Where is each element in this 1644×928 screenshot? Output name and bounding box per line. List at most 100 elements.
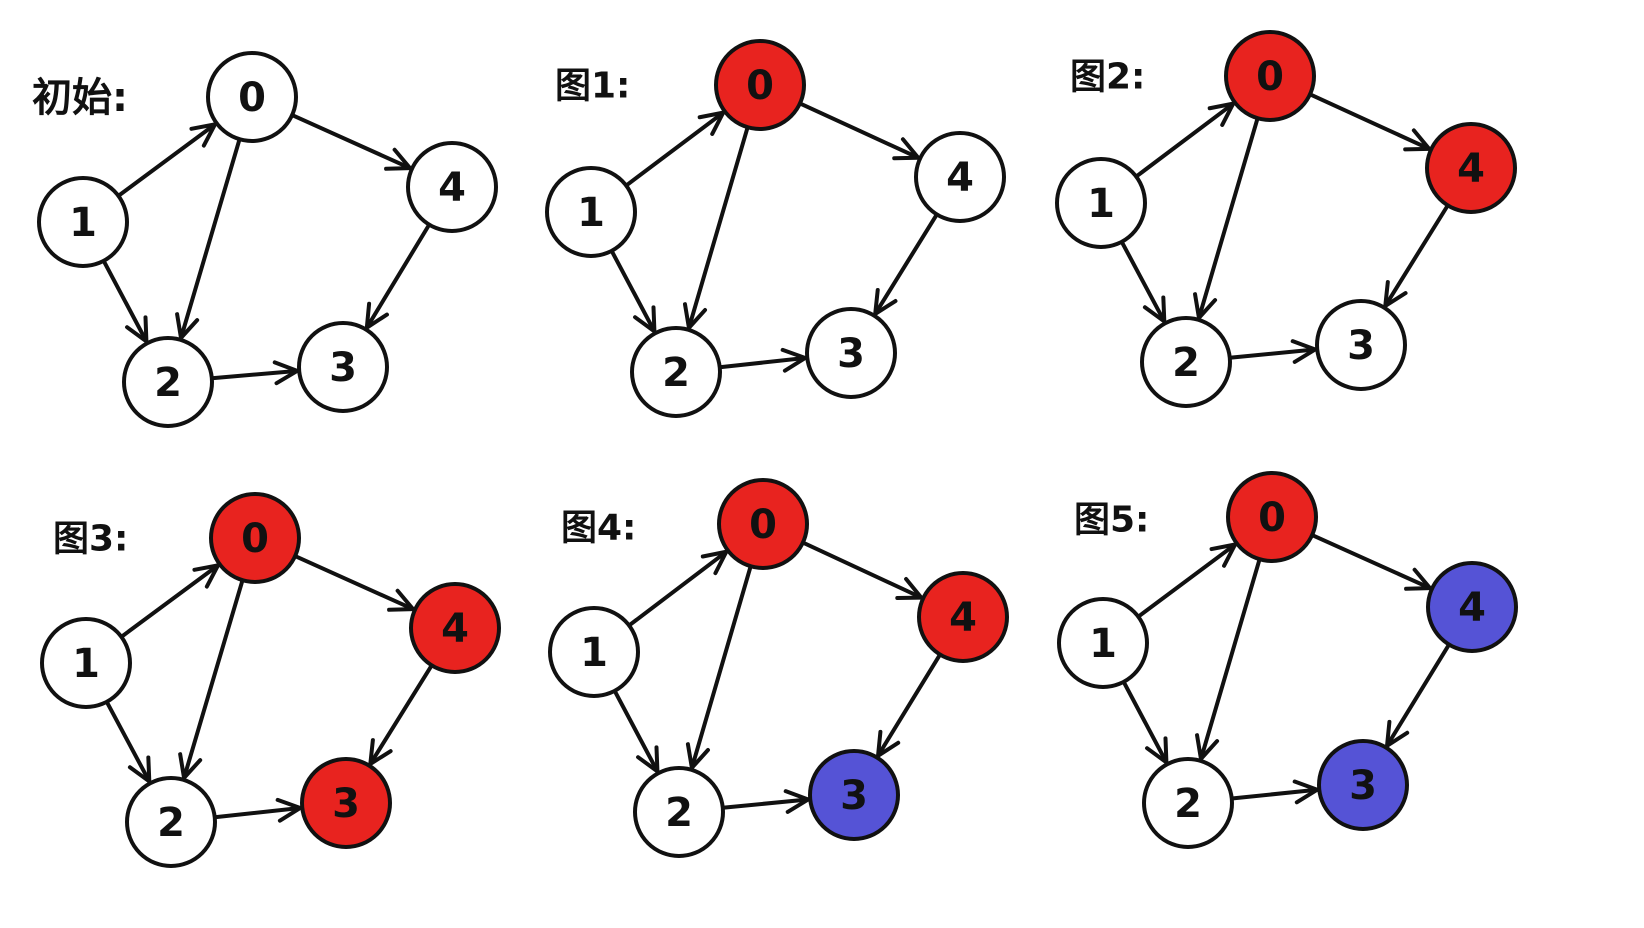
node-0: 0: [717, 478, 809, 570]
node-circle-unvisited: [40, 617, 132, 709]
edge-1-2: [612, 688, 661, 776]
node-label: 3: [1349, 763, 1377, 809]
edge-1-2: [1119, 239, 1168, 326]
node-label: 1: [580, 630, 608, 676]
edge-1-2: [609, 248, 658, 336]
node-1: 1: [545, 166, 637, 258]
node-circle-unvisited: [630, 326, 722, 418]
edge-0-4: [800, 540, 926, 601]
node-circle-finished: [1426, 561, 1518, 653]
arrow-head: [780, 347, 808, 373]
node-circle-unvisited: [805, 307, 897, 399]
node-label: 3: [1347, 323, 1375, 369]
node-0: 0: [1226, 471, 1318, 563]
edge-1-2: [104, 699, 153, 786]
node-1: 1: [548, 606, 640, 698]
node-2: 2: [630, 326, 722, 418]
node-4: 4: [1425, 122, 1517, 214]
node-label: 0: [1258, 495, 1286, 541]
edge-0-4: [797, 101, 923, 161]
node-circle-unvisited: [548, 606, 640, 698]
node-4: 4: [409, 582, 501, 674]
panel-title: 初始:: [32, 75, 128, 121]
node-label: 0: [241, 516, 269, 562]
node-4: 4: [406, 141, 498, 233]
node-circle-unvisited: [545, 166, 637, 258]
node-3: 3: [297, 321, 389, 413]
node-circle-unvisited: [297, 321, 389, 413]
edge-0-4: [1310, 533, 1434, 591]
node-label: 3: [840, 773, 868, 819]
arrow-head: [384, 147, 413, 171]
edge-1-0: [627, 548, 730, 628]
arrow-head: [783, 789, 811, 814]
edge-0-2: [178, 578, 245, 782]
node-label: 1: [577, 190, 605, 236]
edge-4-3: [367, 663, 434, 768]
edge-2-3: [720, 789, 813, 814]
node-circle-unvisited: [1142, 757, 1234, 849]
arrow-head: [192, 563, 221, 589]
node-circle-visiting: [300, 757, 392, 849]
edge-0-2: [682, 125, 750, 332]
arrow-head: [1207, 101, 1236, 127]
edge-1-0: [1136, 541, 1239, 619]
arrow-head: [892, 137, 921, 161]
edge-2-3: [1227, 339, 1320, 364]
node-circle-unvisited: [914, 131, 1006, 223]
arrow-head: [876, 729, 901, 758]
node-circle-unvisited: [1315, 299, 1407, 391]
node-1: 1: [1057, 597, 1149, 689]
arrow-head: [275, 797, 303, 823]
edge-4-3: [363, 222, 432, 332]
edge-2-3: [212, 797, 305, 823]
edge-4-3: [874, 652, 943, 760]
panel-title: 图1:: [555, 66, 630, 107]
edge-1-0: [624, 109, 727, 188]
node-label: 1: [69, 200, 97, 246]
arrow-head: [873, 288, 898, 316]
node-circle-unvisited: [1140, 316, 1232, 408]
edge-2-3: [1229, 779, 1322, 805]
node-label: 2: [1172, 340, 1200, 386]
node-label: 2: [154, 360, 182, 406]
edge-0-2: [175, 137, 242, 342]
node-label: 3: [837, 331, 865, 377]
arrow-head: [1195, 733, 1220, 761]
node-circle-visiting: [1226, 471, 1318, 563]
node-0: 0: [714, 39, 806, 131]
arrow-head: [387, 588, 416, 612]
node-circle-visiting: [1224, 30, 1316, 122]
node-3: 3: [300, 757, 392, 849]
node-2: 2: [122, 336, 214, 428]
node-1: 1: [1055, 157, 1147, 249]
node-2: 2: [633, 766, 725, 858]
node-3: 3: [1317, 739, 1409, 831]
node-label: 1: [72, 641, 100, 687]
edge-0-2: [1195, 557, 1262, 763]
node-label: 2: [1174, 781, 1202, 827]
edge-4-3: [1382, 203, 1450, 310]
node-label: 4: [438, 165, 466, 211]
arrow-head: [636, 745, 660, 774]
node-label: 3: [332, 781, 360, 827]
node-label: 4: [949, 595, 977, 641]
node-label: 3: [329, 345, 357, 391]
node-label: 1: [1087, 181, 1115, 227]
node-0: 0: [206, 51, 298, 143]
node-label: 2: [662, 350, 690, 396]
panel-title: 图2:: [1070, 57, 1145, 98]
edge-0-4: [293, 554, 417, 612]
node-2: 2: [125, 776, 217, 868]
node-circle-unvisited: [37, 176, 129, 268]
edge-0-4: [290, 113, 414, 171]
node-0: 0: [209, 492, 301, 584]
node-1: 1: [37, 176, 129, 268]
node-circle-unvisited: [206, 51, 298, 143]
edge-1-0: [1134, 100, 1237, 179]
node-circle-finished: [1317, 739, 1409, 831]
